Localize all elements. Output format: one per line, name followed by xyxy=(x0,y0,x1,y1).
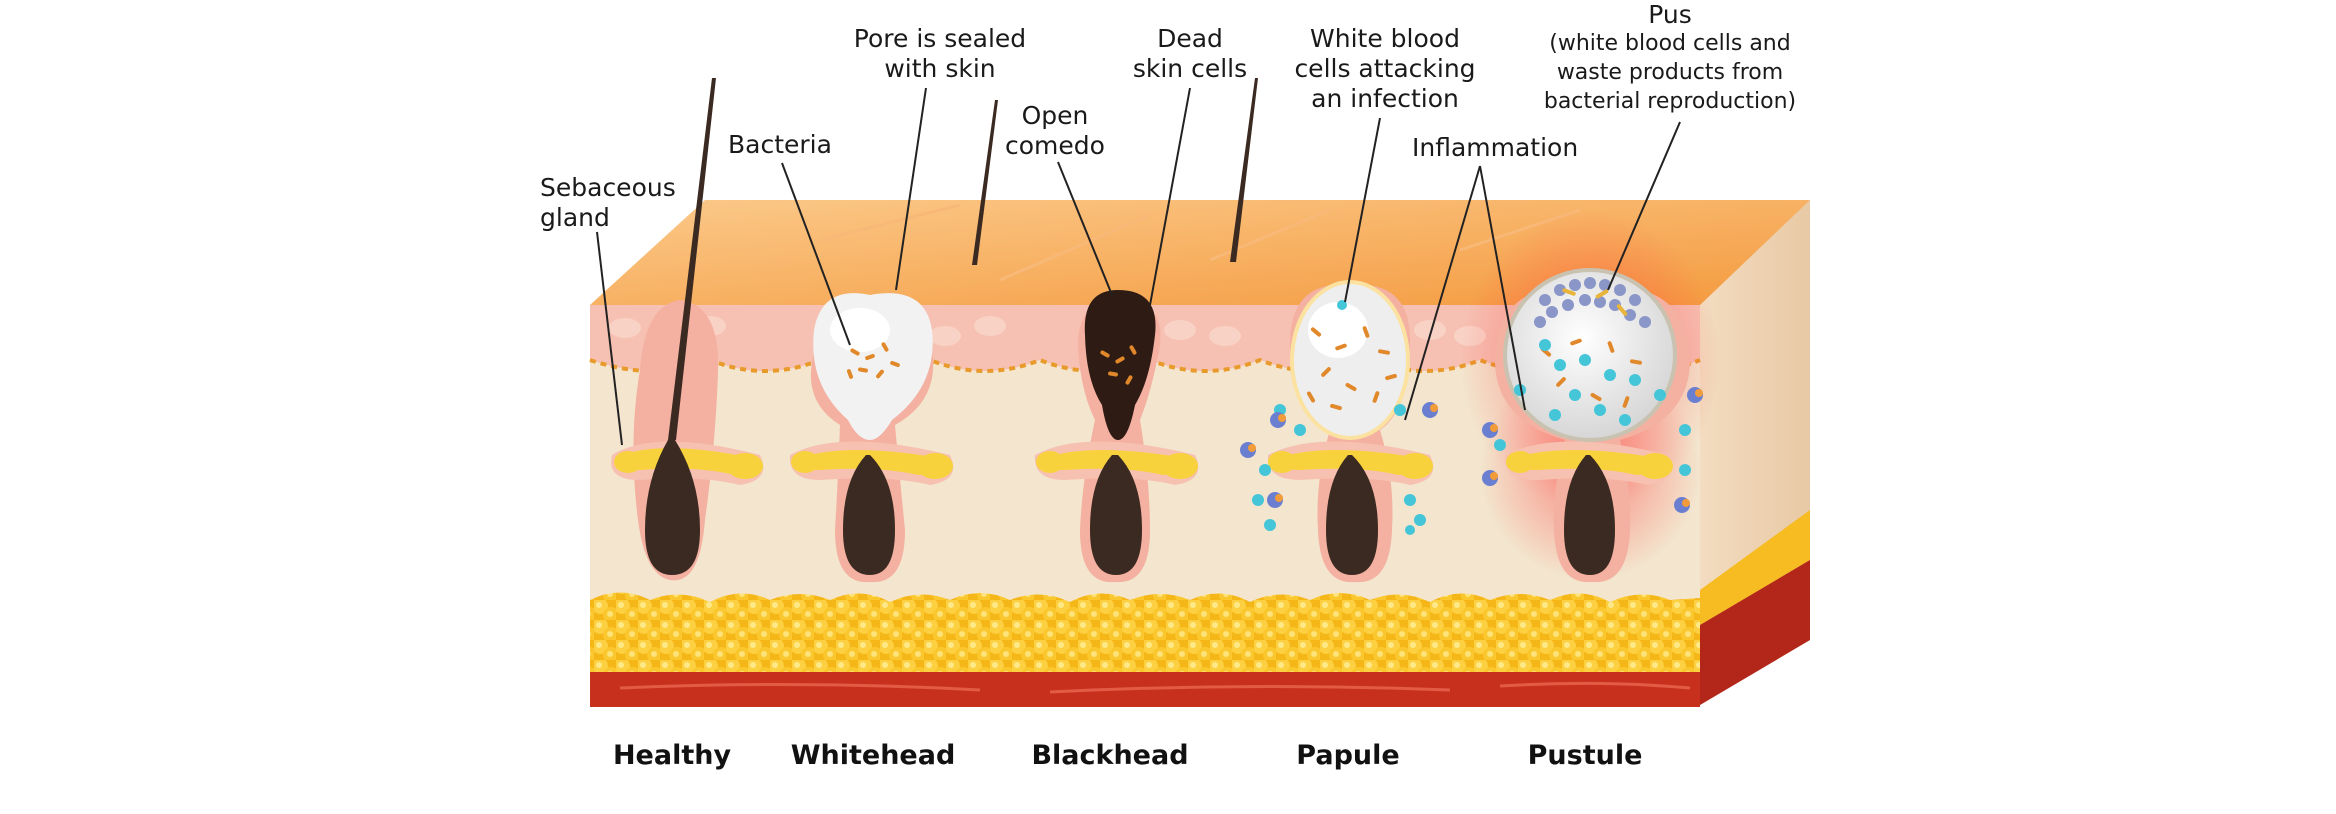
bacteria-blackhead xyxy=(1100,345,1137,385)
bacteria-papule xyxy=(1307,326,1397,411)
skin-line xyxy=(999,213,1151,282)
white-blood-cells-papule xyxy=(1252,300,1426,535)
skin-line xyxy=(819,203,961,242)
hair-shaft xyxy=(1230,78,1258,262)
fat-layer xyxy=(590,592,1700,672)
bacteria-pustule xyxy=(1540,338,1642,408)
follicle-papule xyxy=(1240,280,1438,583)
skin-block-side-muscle xyxy=(1700,560,1810,705)
follicle-pustule xyxy=(1460,210,1720,583)
bacteria-whitehead xyxy=(846,342,900,379)
pus-cells xyxy=(1534,277,1651,328)
immune-cells-pustule xyxy=(1482,387,1703,513)
leader-lines xyxy=(596,87,1681,446)
follicle-blackhead xyxy=(1034,290,1199,583)
follicle-whitehead xyxy=(789,293,954,583)
skin-line xyxy=(1209,208,1331,262)
follicle-healthy xyxy=(611,78,764,581)
immune-cells-papule xyxy=(1240,402,1438,508)
white-blood-cells-pustule xyxy=(1494,339,1691,476)
hair-shaft xyxy=(972,100,998,265)
skin-block-side-fat xyxy=(1700,510,1810,625)
hair-shaft xyxy=(668,78,716,440)
